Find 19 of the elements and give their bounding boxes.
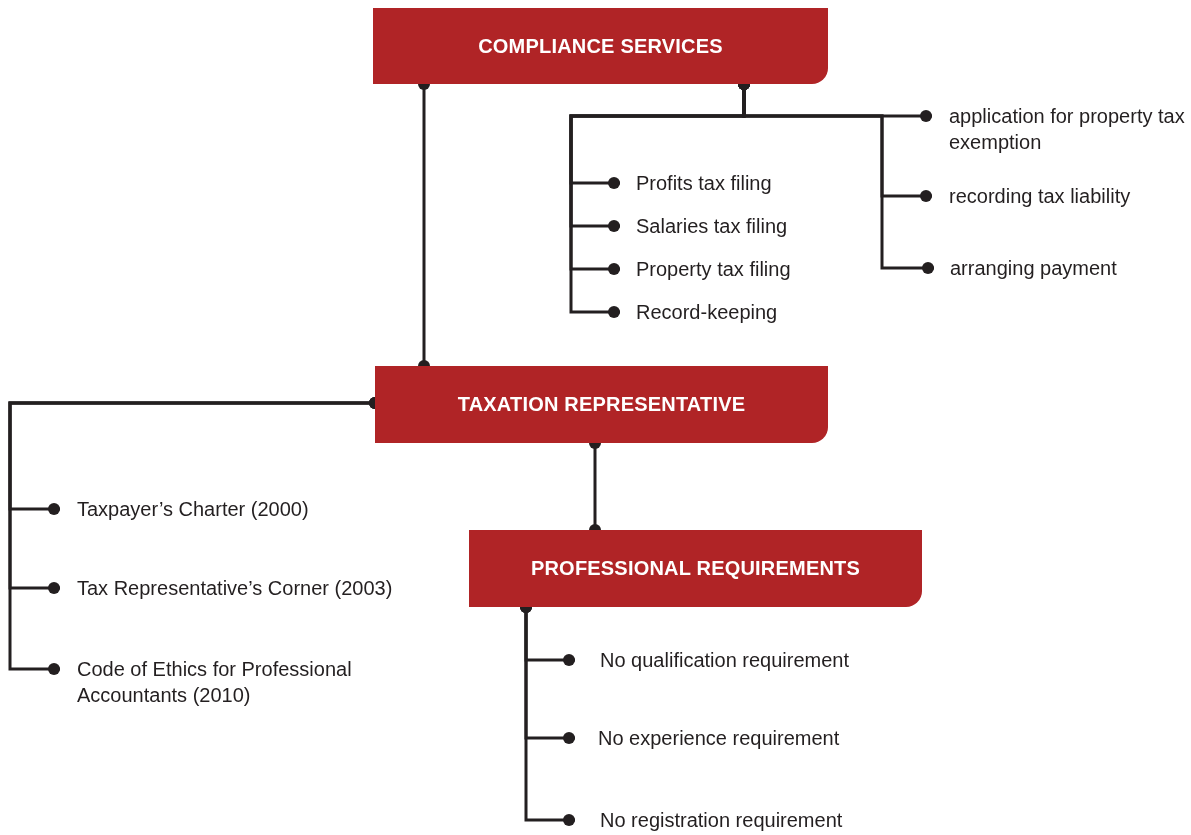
bullet-text: Tax Representative’s Corner (2003) <box>77 576 394 601</box>
bullet-text: No qualification requirement <box>600 648 851 673</box>
bullet-text: No registration requirement <box>600 808 844 833</box>
bullet-text: No experience requirement <box>598 726 841 751</box>
banner-title: PROFESSIONAL REQUIREMENTS <box>530 557 861 580</box>
bullet-text: Salaries tax filing <box>636 214 789 239</box>
heading-banner <box>375 366 828 443</box>
banner-title: COMPLIANCE SERVICES <box>478 34 723 58</box>
bullet-text: Code of Ethics for Professional Accountants (2010) <box>77 657 353 708</box>
bullet-text: Property tax filing <box>636 257 792 282</box>
banner-title: TAXATION REPRESENTATIVE <box>457 393 746 416</box>
bullet-text: application for property tax exemption <box>949 104 1186 155</box>
bullet-text: arranging payment <box>950 256 1118 281</box>
bullet-text: Profits tax filing <box>636 171 773 196</box>
heading-banner <box>373 8 828 84</box>
bullet-text: Taxpayer’s Charter (2000) <box>77 497 310 522</box>
heading-banner <box>469 530 922 607</box>
bullet-text: recording tax liability <box>949 184 1132 209</box>
bullet-text: Record-keeping <box>636 300 779 325</box>
